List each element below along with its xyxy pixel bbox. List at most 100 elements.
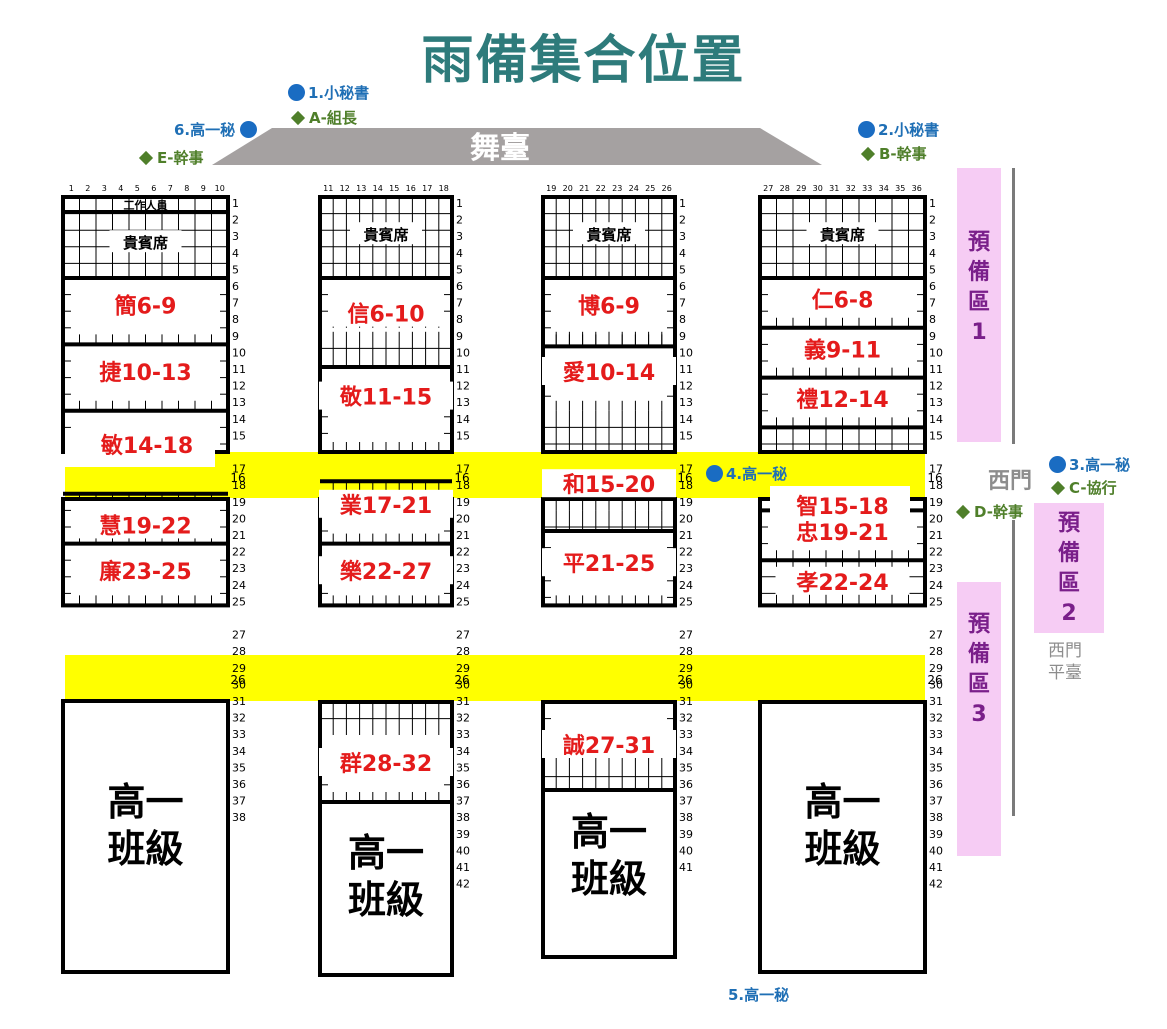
row-number: 3 (679, 230, 686, 243)
label-backdrop (775, 384, 910, 413)
row-number: 20 (679, 512, 693, 525)
row-number: 28 (929, 645, 943, 658)
group-label-hui: 慧19-22 (99, 514, 191, 539)
row-number: 18 (456, 479, 470, 492)
row-number: 24 (456, 579, 470, 592)
vip-label: 貴賓席 (123, 234, 168, 252)
ticks (320, 383, 452, 452)
column-number: 18 (439, 184, 449, 193)
column-number: 32 (846, 184, 856, 193)
ticks (543, 547, 675, 606)
officer-dot-icon (1049, 456, 1066, 473)
group-label-zhong: 忠19-21 (796, 521, 888, 546)
column-number: 35 (895, 184, 905, 193)
group-label-qun: 群28-32 (340, 751, 432, 777)
aisle-number-26: 26 (230, 673, 245, 687)
row-number: 40 (929, 844, 943, 857)
row-number: 4 (679, 247, 686, 260)
row-number: 11 (456, 363, 470, 376)
row-number: 17 (456, 463, 470, 476)
marker-secretary-3: 3.高一秘 (1049, 456, 1130, 474)
row-number: 32 (232, 712, 246, 725)
row-number: 33 (456, 728, 470, 741)
row-number: 32 (456, 712, 470, 725)
row-number: 27 (232, 629, 246, 642)
column-number: 30 (813, 184, 823, 193)
row-number: 24 (679, 579, 693, 592)
vip-label: 貴賓席 (820, 226, 865, 244)
row-number: 18 (232, 479, 246, 492)
row-number: 34 (456, 745, 470, 758)
vip-backdrop (109, 230, 182, 253)
row-number: 34 (929, 745, 943, 758)
group-label-ye: 業17-21 (340, 494, 432, 519)
row-number: 1 (679, 197, 686, 210)
vip-backdrop (806, 222, 879, 245)
column-number: 17 (422, 184, 432, 193)
group-label-jian: 簡6-9 (115, 294, 177, 320)
ticks (555, 500, 663, 511)
label-backdrop (542, 357, 676, 385)
row-number: 38 (679, 811, 693, 824)
row-number: 29 (232, 662, 246, 675)
column-number: 26 (662, 184, 672, 193)
row-number: 10 (456, 346, 470, 359)
row-number: 10 (679, 346, 693, 359)
column-number: 31 (829, 184, 839, 193)
row-number: 36 (929, 778, 943, 791)
west-gate-label: 西門 (988, 469, 1033, 494)
row-number: 5 (679, 263, 686, 276)
column-number: 3 (102, 184, 107, 193)
aisle-number-26: 26 (454, 673, 469, 687)
grid-rear (320, 702, 452, 735)
vip-backdrop (573, 222, 645, 245)
staff-diamond-icon (1050, 480, 1066, 496)
column-number: 4 (118, 184, 123, 193)
row-number: 20 (232, 512, 246, 525)
row-number: 20 (929, 512, 943, 525)
row-number: 30 (679, 678, 693, 691)
column-number: 20 (563, 184, 573, 193)
row-number: 37 (929, 795, 943, 808)
row-number: 35 (679, 761, 693, 774)
officer-dot-icon (706, 465, 723, 482)
grid-rear (543, 760, 675, 790)
row-number: 8 (232, 313, 239, 326)
row-number: 11 (232, 363, 246, 376)
freshman-label: 高一 (571, 810, 647, 854)
row-number: 4 (929, 247, 936, 260)
label-backdrop (319, 381, 453, 410)
row-number: 15 (679, 429, 693, 442)
row-number: 39 (456, 828, 470, 841)
row-number: 29 (929, 662, 943, 675)
row-number: 33 (679, 728, 693, 741)
column-number: 9 (201, 184, 206, 193)
freshman-box-3 (541, 788, 677, 959)
label-backdrop (542, 548, 676, 577)
marker-secretary-1: 1.小秘書 (288, 84, 369, 102)
aisle-number-16: 16 (230, 471, 245, 485)
row-number: 17 (679, 463, 693, 476)
row-number: 6 (456, 280, 463, 293)
row-number: 9 (679, 330, 686, 343)
row-number: 29 (456, 662, 470, 675)
row-number: 9 (456, 330, 463, 343)
row-number: 6 (929, 280, 936, 293)
row-number: 14 (232, 413, 246, 426)
west-platform-label: 西門平臺 (1048, 641, 1082, 683)
row-number: 24 (929, 579, 943, 592)
group-label-bo: 博6-9 (578, 294, 640, 320)
row-number: 30 (232, 678, 246, 691)
column-number: 7 (168, 184, 173, 193)
officer-dot-icon (240, 121, 258, 138)
column-number: 24 (629, 184, 639, 193)
aisle-number-26: 26 (677, 673, 692, 687)
grid-lower (543, 510, 675, 531)
column-number: 29 (796, 184, 806, 193)
row-number: 7 (679, 297, 686, 310)
row-number: 28 (232, 645, 246, 658)
row-number: 2 (232, 214, 239, 227)
row-number: 17 (929, 463, 943, 476)
page-title: 雨備集合位置 (421, 31, 746, 91)
